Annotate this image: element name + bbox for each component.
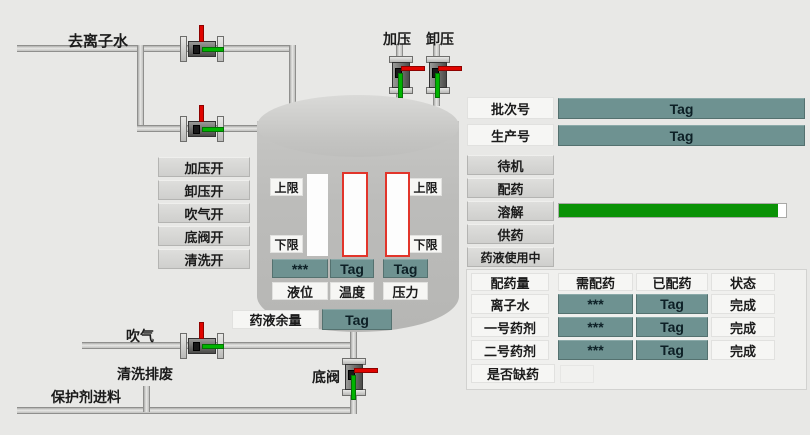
upper-limit-right-label: 上限 [409,178,442,196]
wash-open-button[interactable]: 清洗开 [158,249,250,269]
temperature-gauge-bar [342,172,368,257]
status-supply[interactable]: 供药 [467,224,554,244]
deionized-water-label: 去离子水 [68,33,129,50]
lower-limit-left-label: 下限 [270,235,303,253]
level-label: 液位 [272,282,328,300]
protectant-feed-label: 保护剂进料 [51,389,121,405]
status-dispense[interactable]: 配药 [467,178,554,198]
pipe-deionized-branch [137,45,144,132]
valve-flange [180,116,187,142]
valve-green-handle-icon [398,73,403,98]
remaining-liquid-tag: Tag [322,309,392,330]
valve-red-handle-icon [354,368,378,373]
pipe-wash-drain-stub [143,386,150,412]
table-row-dispensed-tag: Tag [636,294,708,314]
valve-red-handle-icon [438,66,462,71]
pipe-protectant-feed [17,407,357,414]
pipe-deionized-elbow-down [289,45,296,105]
valve-green-handle-icon [202,344,224,349]
deionized-valve-top[interactable] [180,24,224,64]
valve-port [193,342,200,351]
status-dissolve[interactable]: 溶解 [467,201,554,221]
pressurize-label: 加压 [383,31,411,47]
bottom-valve-open-button[interactable]: 底阀开 [158,226,250,246]
blow-air-label: 吹气 [126,328,154,344]
pressurize-open-button[interactable]: 加压开 [158,157,250,177]
production-number-label: 生产号 [467,124,554,146]
valve-red-handle-icon [401,66,425,71]
status-standby[interactable]: 待机 [467,155,554,175]
valve-green-handle-icon [202,127,224,132]
valve-red-handle-icon [199,322,204,339]
table-row-dispensed-tag: Tag [636,340,708,360]
temperature-value-tag: Tag [330,259,374,278]
table-row-status: 完成 [711,340,775,360]
valve-green-handle-icon [435,73,440,98]
valve-green-handle-icon [202,47,224,52]
table-row-status: 完成 [711,317,775,337]
table-row-required-tag: *** [558,294,633,314]
table-header-amount: 配药量 [471,273,549,291]
table-row-required-tag: *** [558,317,633,337]
bottom-valve-label: 底阀 [312,369,340,385]
valve-flange [180,36,187,62]
table-row-name: 一号药剂 [471,317,549,337]
pressure-value-tag: Tag [383,259,428,278]
pressure-gauge-bar [385,172,410,257]
wash-drain-label: 清洗排废 [117,366,173,382]
status-liquid-in-use[interactable]: 药液使用中 [467,247,554,267]
dissolve-progress-fill [559,204,779,217]
table-row-name: 离子水 [471,294,549,314]
temperature-label: 温度 [330,282,374,300]
table-header-status: 状态 [711,273,775,291]
table-header-dispensed: 已配药 [636,273,708,291]
bottom-valve[interactable] [340,354,382,400]
blow-air-open-button[interactable]: 吹气开 [158,203,250,223]
production-number-tag: Tag [558,125,805,146]
lower-limit-right-label: 下限 [409,235,442,253]
table-header-required: 需配药 [558,273,633,291]
pressurize-valve[interactable] [387,52,429,98]
blow-air-valve[interactable] [180,321,224,361]
pipe-deionized-main [17,45,296,52]
valve-port [193,45,200,54]
valve-flange [180,333,187,359]
table-row-status: 完成 [711,294,775,314]
depressurize-label: 卸压 [426,31,454,47]
dissolve-progress-bar [558,203,787,218]
shortage-label: 是否缺药 [471,364,555,383]
table-row-dispensed-tag: Tag [636,317,708,337]
valve-port [193,125,200,134]
upper-limit-left-label: 上限 [270,178,303,196]
level-gauge-bar [307,174,328,256]
table-row-name: 二号药剂 [471,340,549,360]
table-row-required-tag: *** [558,340,633,360]
batch-number-tag: Tag [558,98,805,119]
depressurize-open-button[interactable]: 卸压开 [158,180,250,200]
valve-red-handle-icon [199,25,204,42]
remaining-liquid-label: 药液余量 [232,310,319,329]
valve-red-handle-icon [199,105,204,122]
valve-green-handle-icon [351,375,356,400]
tank-dome [257,95,459,157]
deionized-valve-lower[interactable] [180,104,224,144]
shortage-indicator [560,365,594,383]
pressure-label: 压力 [383,282,428,300]
depressurize-valve[interactable] [424,52,466,98]
level-value-tag: *** [272,259,328,278]
batch-number-label: 批次号 [467,97,554,119]
